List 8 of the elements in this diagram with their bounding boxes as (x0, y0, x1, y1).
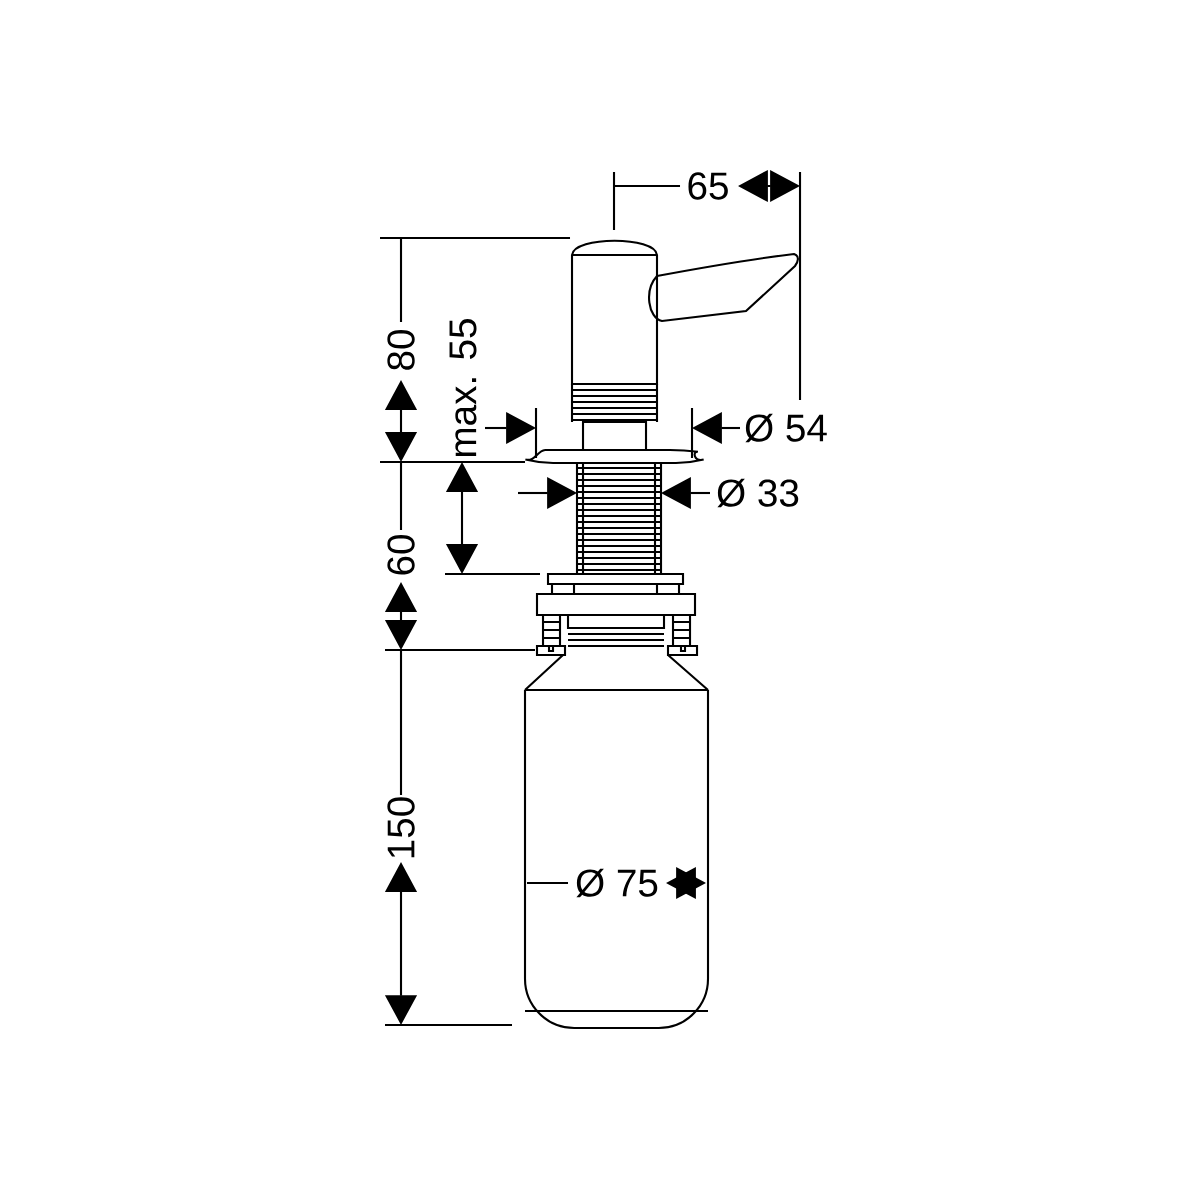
dimension-text: Ø 33 (717, 478, 799, 508)
dimension-text: 65 (688, 172, 728, 200)
dimension-text: Ø 75 (576, 868, 658, 898)
dimension-text: max. 55 (449, 319, 477, 456)
dimension-text: 150 (387, 797, 415, 858)
dimension-text: 80 (387, 330, 415, 370)
dimension-text: 60 (387, 535, 415, 575)
dimension-text: Ø 54 (745, 413, 827, 443)
